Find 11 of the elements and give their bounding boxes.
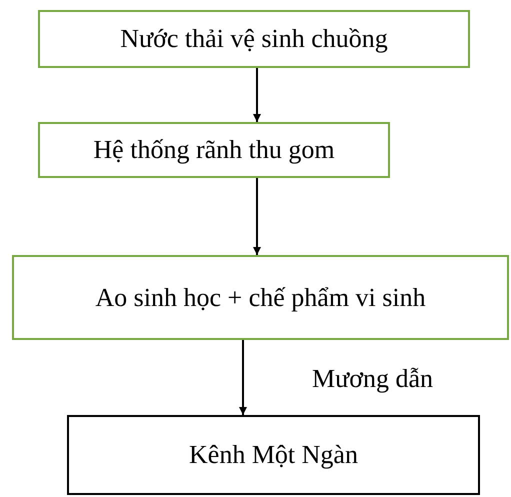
arrow [253,178,261,255]
box-text: Kênh Một Ngàn [189,440,358,470]
process-box [12,255,509,340]
process-box [38,10,470,68]
arrow [253,68,261,122]
arrow [239,340,247,415]
box-text: Hệ thống rãnh thu gom [93,135,335,165]
process-box [67,415,480,495]
box-text: Nước thải vệ sinh chuồng [120,24,388,54]
box-text: Ao sinh học + chế phẩm vi sinh [95,282,426,312]
process-box [38,122,390,178]
